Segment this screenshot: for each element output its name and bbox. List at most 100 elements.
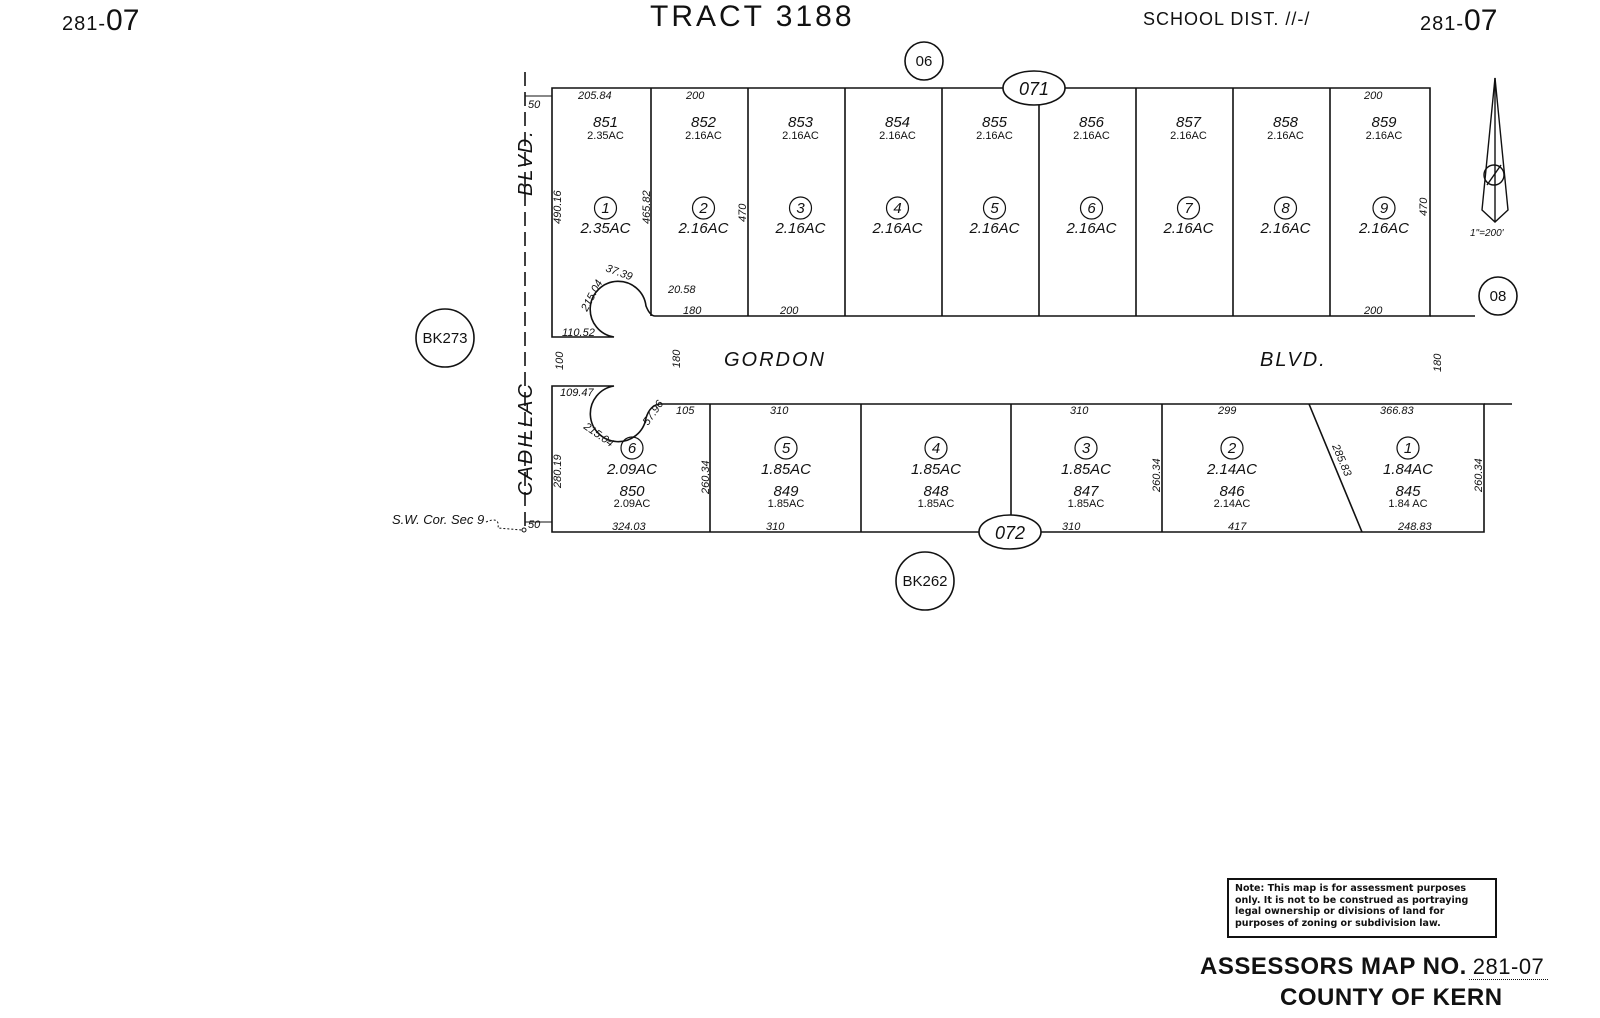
dim-s-top-4: 310: [1070, 405, 1089, 417]
apn-label: 855: [982, 114, 1008, 131]
lot-acreage: 1.84AC: [1383, 461, 1433, 478]
dim-n-bot-3: 200: [779, 305, 799, 317]
apn-label: 858: [1273, 114, 1299, 131]
apn-acreage: 1.85AC: [918, 498, 955, 510]
county-name: COUNTY OF KERN: [1280, 984, 1503, 1011]
lot-number-circle: [788, 196, 813, 220]
lot-acreage: 2.16AC: [1065, 220, 1116, 237]
lot-acreage: 1.85AC: [761, 461, 811, 478]
dim-n-bot-2: 180: [683, 305, 702, 317]
lot-number: 4: [932, 440, 940, 457]
sw-corner-label: S.W. Cor. Sec 9: [392, 512, 484, 527]
dim-n-side-lot2: 470: [737, 203, 749, 222]
lot-number-circle: [885, 196, 910, 220]
apn-acreage: 2.16AC: [1267, 130, 1304, 142]
apn-label: 849: [773, 483, 799, 500]
lot-number: 2: [1227, 440, 1237, 457]
apn-label: 856: [1079, 114, 1105, 131]
lot-number: 5: [990, 200, 999, 217]
block-bubble-071: [1002, 70, 1066, 106]
lot-acreage: 2.16AC: [677, 220, 728, 237]
dim-n-arc-a: 37.39: [604, 263, 634, 284]
dim-n-arc-c: 215.04: [579, 278, 606, 314]
lot-acreage: 2.16AC: [968, 220, 1019, 237]
dim-w-50-bot: 50: [528, 519, 541, 531]
dim-n-top-9: 200: [1363, 90, 1383, 102]
lot-number: 1: [1404, 440, 1412, 457]
dim-s-arc-b: 215.04: [580, 420, 615, 450]
dim-n-arc-b: 20.58: [667, 284, 696, 296]
corner-leader: [485, 519, 523, 531]
dim-n-corner: 110.52: [562, 327, 595, 339]
lot-acreage: 2.16AC: [1162, 220, 1213, 237]
dim-w-50-top: 50: [528, 99, 541, 111]
apn-acreage: 2.14AC: [1214, 498, 1251, 510]
dim-n-side-lot1: 465.82: [641, 190, 653, 224]
lot-number-circle: [1079, 196, 1104, 220]
book-bubble-bk262: [895, 551, 955, 611]
apn-acreage: 1.85AC: [1068, 498, 1105, 510]
lot-number-circle: [1176, 196, 1201, 220]
lot-number: 6: [1087, 200, 1096, 217]
apn-label: 848: [923, 483, 949, 500]
lot-number: 5: [782, 440, 791, 457]
lot-acreage: 2.16AC: [871, 220, 922, 237]
lot-number-circle: [774, 436, 798, 460]
apn-acreage: 2.16AC: [879, 130, 916, 142]
lot-number: 3: [796, 200, 805, 217]
book-bubble-08: [1478, 276, 1518, 316]
dim-s-arc-a: 57.96: [641, 398, 667, 428]
apn-acreage: 2.16AC: [1170, 130, 1207, 142]
lot-number-circle: [1220, 436, 1244, 460]
south-block-outline: [551, 385, 1485, 533]
apn-acreage: 2.16AC: [685, 130, 722, 142]
street-gordon-blvd: BLVD.: [1260, 349, 1327, 371]
apn-label: 851: [593, 114, 618, 131]
apn-label: 850: [619, 483, 645, 500]
lot-number-circle: [982, 196, 1007, 220]
apn-acreage: 2.16AC: [782, 130, 819, 142]
dim-s-side-4: 260.34: [1151, 458, 1163, 493]
dim-road-west: 100: [554, 351, 566, 370]
book-number-bk262: BK262: [902, 573, 947, 590]
dim-n-side-east: 470: [1418, 197, 1430, 216]
dim-s-top-corner: 109.47: [560, 387, 595, 399]
book-number-bk273: BK273: [422, 330, 467, 347]
map-number-right: 281-07: [1420, 4, 1498, 37]
apn-acreage: 1.84 AC: [1388, 498, 1427, 510]
lot-number: 7: [1184, 200, 1193, 217]
corner-marker: [521, 527, 527, 533]
lot-acreage: 2.09AC: [606, 461, 657, 478]
dim-s-side-east: 260.34: [1473, 458, 1485, 493]
lot-number: 6: [628, 440, 637, 457]
block-number-072: 072: [995, 523, 1025, 543]
apn-acreage: 2.09AC: [614, 498, 651, 510]
school-district: SCHOOL DIST. //-/: [1143, 9, 1311, 29]
apn-label: 854: [885, 114, 910, 131]
lot-number-circle: [1074, 436, 1098, 460]
dim-n-bot-9: 200: [1363, 305, 1383, 317]
dim-road-east: 180: [1432, 353, 1444, 372]
lot-number: 1: [601, 200, 609, 217]
lot-number: 8: [1281, 200, 1290, 217]
book-number-08: 08: [1490, 288, 1507, 305]
apn-label: 847: [1073, 483, 1099, 500]
lot-acreage: 2.35AC: [579, 220, 630, 237]
apn-acreage: 2.16AC: [976, 130, 1013, 142]
dim-s-side-1: 260.34: [700, 460, 712, 495]
street-cadillac-blvd: BLVD.: [515, 129, 537, 196]
lot-number-circle: [620, 436, 644, 460]
book-bubble-bk273: [415, 308, 475, 368]
apn-acreage: 2.35AC: [587, 130, 624, 142]
dim-s-bot-6: 248.83: [1397, 521, 1433, 533]
apn-label: 857: [1176, 114, 1202, 131]
lot-number-circle: [593, 196, 618, 220]
book-number-06: 06: [916, 53, 933, 70]
book-bubble-06: [904, 41, 944, 81]
dim-n-top-2: 200: [685, 90, 705, 102]
dim-n-side-west: 490.16: [552, 189, 564, 224]
lot-number-circle: [1372, 196, 1396, 220]
apn-label: 859: [1371, 114, 1397, 131]
dim-s-bot-5: 417: [1228, 521, 1247, 533]
